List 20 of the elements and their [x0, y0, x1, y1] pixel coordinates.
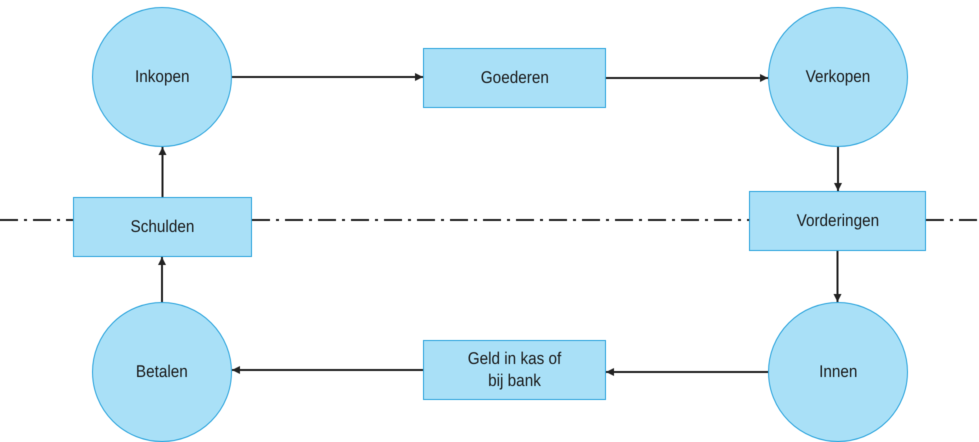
arrow	[834, 251, 842, 302]
arrow	[158, 257, 166, 302]
node-label: Inkopen	[134, 66, 190, 88]
node-label: Vorderingen	[796, 210, 879, 232]
arrow	[158, 147, 166, 197]
node-label: Goederen	[480, 66, 549, 89]
arrow	[232, 73, 423, 81]
arrow	[606, 74, 768, 82]
arrow	[834, 147, 842, 191]
node-label: Betalen	[136, 360, 188, 383]
process-box	[423, 340, 606, 400]
arrow	[232, 366, 423, 374]
node-label: Innen	[818, 360, 858, 383]
node-label: Schulden	[130, 216, 194, 238]
process-box	[749, 191, 926, 251]
process-box	[423, 48, 606, 108]
node-label: Geld in kas of bij bank	[466, 348, 562, 392]
process-box	[73, 197, 252, 257]
node-label: Verkopen	[806, 66, 870, 88]
arrow	[606, 368, 768, 376]
